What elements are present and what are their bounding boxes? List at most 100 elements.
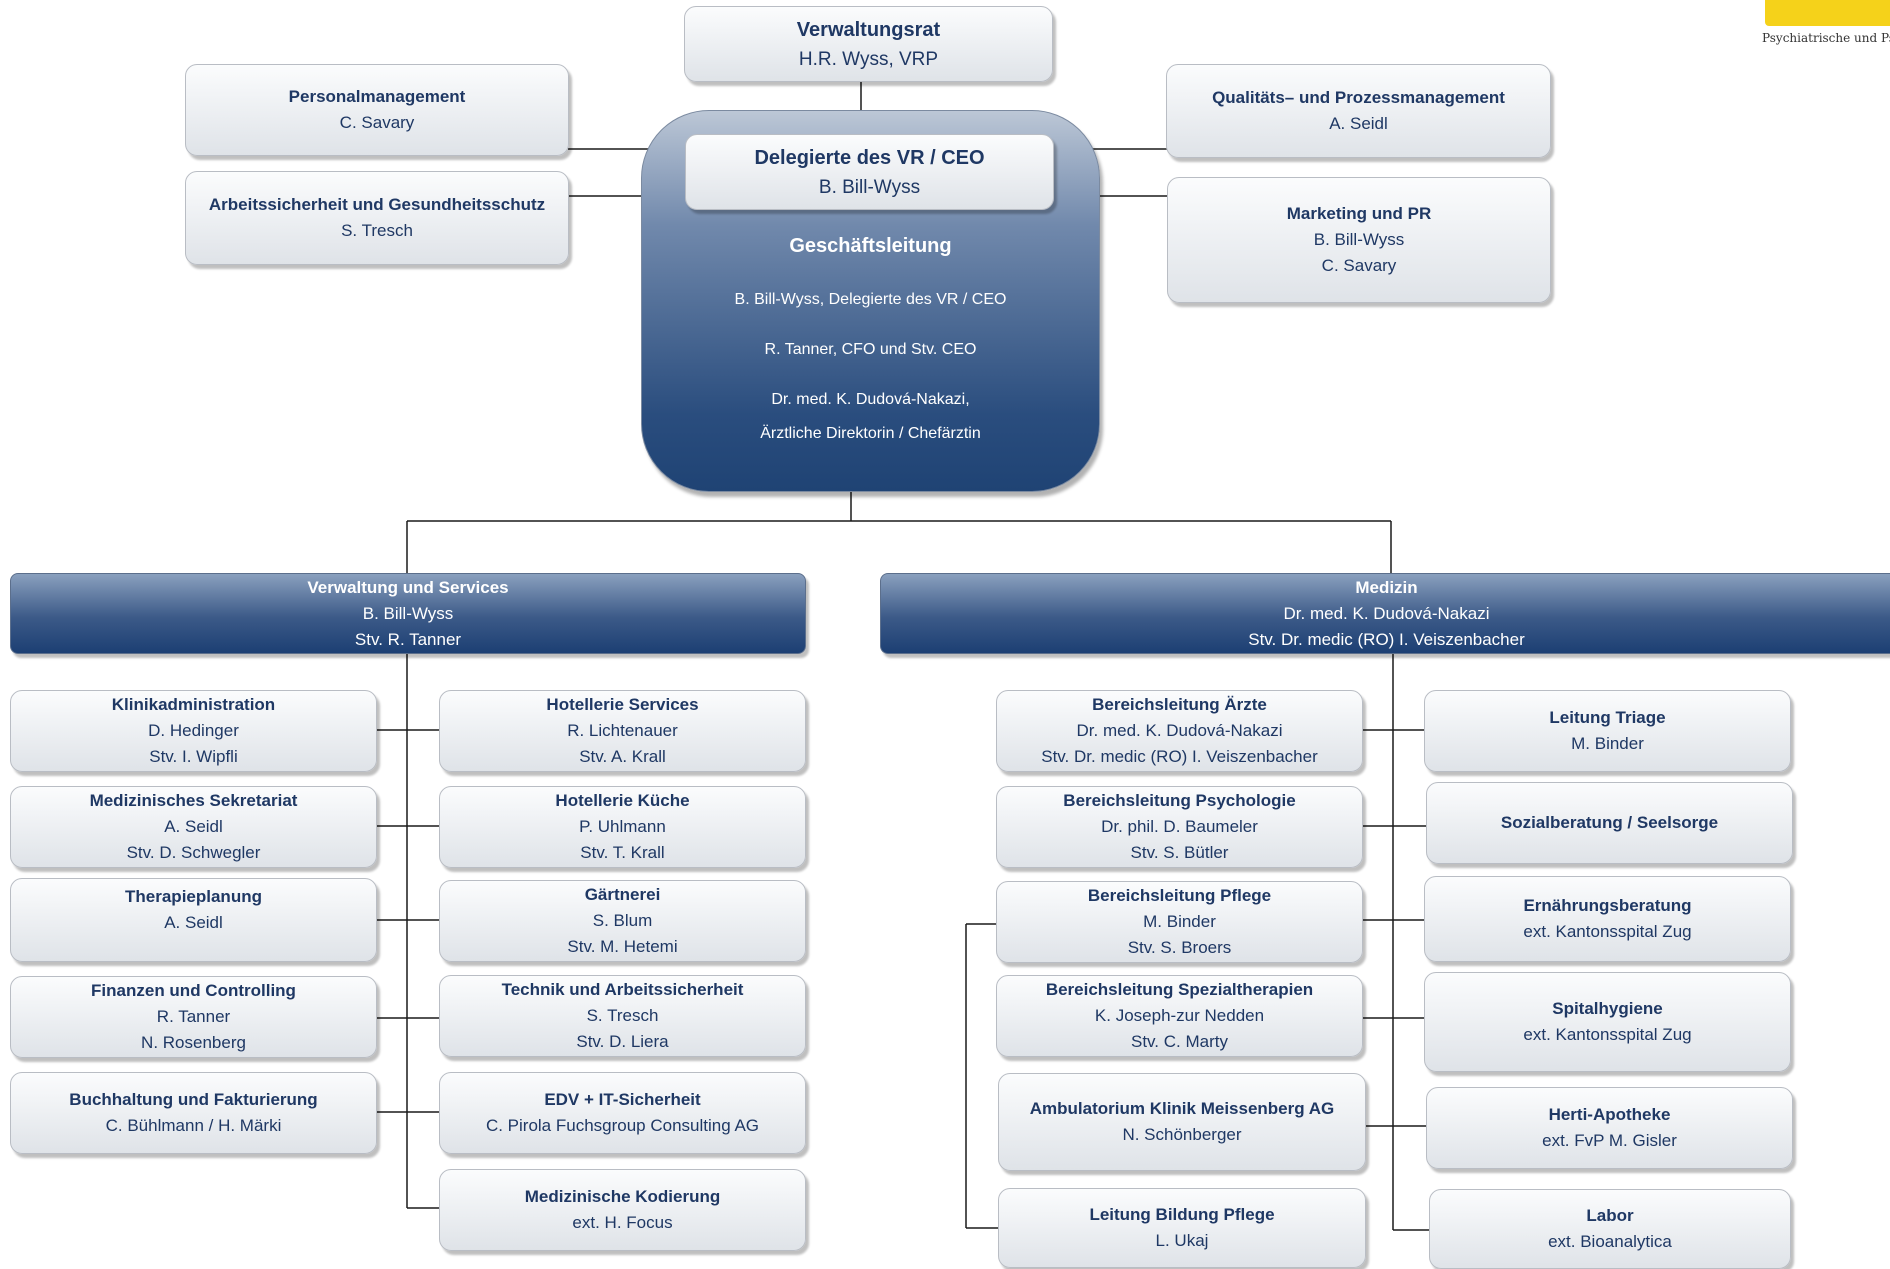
geschaeftsleitung-title: Geschäftsleitung xyxy=(789,235,952,257)
verwaltungsrat-person: H.R. Wyss, VRP xyxy=(798,48,939,70)
unit-box-ernaehrungsberatung: Ernährungsberatung ext. Kantonsspital Zu… xyxy=(1424,876,1791,962)
staff-person: B. Bill-Wyss xyxy=(1313,230,1405,249)
unit-person: Stv. S. Bütler xyxy=(1130,843,1229,862)
staff-person: C. Savary xyxy=(1321,256,1397,275)
unit-title: Gärtnerei xyxy=(584,885,661,904)
unit-person: L. Ukaj xyxy=(1155,1231,1209,1250)
ceo-person: B. Bill-Wyss xyxy=(818,176,921,198)
verwaltungsrat-title: Verwaltungsrat xyxy=(796,18,941,41)
verwaltungsrat-box: Verwaltungsrat H.R. Wyss, VRP xyxy=(684,6,1053,82)
unit-person: N. Rosenberg xyxy=(141,1033,246,1052)
unit-person: R. Tanner xyxy=(156,1007,231,1026)
unit-person: ext. Kantonsspital Zug xyxy=(1523,922,1692,941)
staff-person: A. Seidl xyxy=(1329,114,1388,133)
staff-person: S. Tresch xyxy=(341,221,413,240)
unit-title: Leitung Bildung Pflege xyxy=(1089,1205,1275,1224)
unit-person: P. Uhlmann xyxy=(579,817,666,836)
unit-person: M. Binder xyxy=(1143,912,1216,931)
unit-title: Medizinische Kodierung xyxy=(524,1187,721,1206)
unit-person: S. Blum xyxy=(592,911,653,930)
unit-person: Stv. C. Marty xyxy=(1131,1032,1228,1051)
unit-person: Stv. D. Schwegler xyxy=(126,843,261,862)
unit-box-hotellerie-services: Hotellerie Services R. Lichtenauer Stv. … xyxy=(439,690,806,772)
unit-person: M. Binder xyxy=(1571,734,1644,753)
unit-person: Dr. med. K. Dudová-Nakazi xyxy=(1076,721,1283,740)
unit-person: Stv. Dr. medic (RO) I. Veiszenbacher xyxy=(1041,747,1318,766)
unit-box-bereichsleitung-aerzte: Bereichsleitung Ärzte Dr. med. K. Dudová… xyxy=(996,690,1363,772)
unit-box-herti-apotheke: Herti-Apotheke ext. FvP M. Gisler xyxy=(1426,1087,1793,1169)
unit-title: Technik und Arbeitssicherheit xyxy=(501,980,744,999)
unit-box-leitung-triage: Leitung Triage M. Binder xyxy=(1424,690,1791,772)
unit-person: ext. Kantonsspital Zug xyxy=(1523,1025,1692,1044)
unit-box-hotellerie-kueche: Hotellerie Küche P. Uhlmann Stv. T. Kral… xyxy=(439,786,806,868)
geschaeftsleitung-member: B. Bill-Wyss, Delegierte des VR / CEO xyxy=(734,291,1007,308)
geschaeftsleitung-member: Ärztliche Direktorin / Chefärztin xyxy=(760,425,981,442)
unit-title: Hotellerie Küche xyxy=(555,791,690,810)
division-header-verwaltung: Verwaltung und Services B. Bill-Wyss Stv… xyxy=(10,573,806,654)
unit-box-bereichsleitung-pflege: Bereichsleitung Pflege M. Binder Stv. S.… xyxy=(996,881,1363,963)
unit-box-labor: Labor ext. Bioanalytica xyxy=(1429,1189,1791,1269)
division-deputy: Stv. Dr. medic (RO) I. Veiszenbacher xyxy=(1248,629,1525,649)
staff-box-personalmanagement: Personalmanagement C. Savary xyxy=(185,64,569,156)
geschaeftsleitung-member: R. Tanner, CFO und Stv. CEO xyxy=(764,341,977,358)
division-deputy: Stv. R. Tanner xyxy=(354,629,462,649)
unit-person: Stv. I. Wipfli xyxy=(149,747,238,766)
staff-box-marketing: Marketing und PR B. Bill-Wyss C. Savary xyxy=(1167,177,1551,303)
staff-title: Personalmanagement xyxy=(288,87,466,106)
unit-title: Bereichsleitung Psychologie xyxy=(1063,791,1296,810)
unit-box-sozialberatung: Sozialberatung / Seelsorge xyxy=(1426,782,1793,864)
unit-title: Bereichsleitung Spezialtherapien xyxy=(1045,980,1314,999)
unit-person: R. Lichtenauer xyxy=(567,721,678,740)
unit-box-medizinisches-sekretariat: Medizinisches Sekretariat A. Seidl Stv. … xyxy=(10,786,377,868)
unit-person: K. Joseph-zur Nedden xyxy=(1094,1006,1265,1025)
division-person: B. Bill-Wyss xyxy=(362,603,454,623)
unit-person: Dr. phil. D. Baumeler xyxy=(1101,817,1258,836)
unit-title: Finanzen und Controlling xyxy=(91,981,296,1000)
unit-person: Stv. T. Krall xyxy=(580,843,665,862)
unit-box-medizinische-kodierung: Medizinische Kodierung ext. H. Focus xyxy=(439,1169,806,1251)
unit-person: Stv. D. Liera xyxy=(576,1032,669,1051)
division-header-medizin: Medizin Dr. med. K. Dudová-Nakazi Stv. D… xyxy=(880,573,1890,654)
unit-person: ext. FvP M. Gisler xyxy=(1542,1131,1677,1150)
staff-title: Marketing und PR xyxy=(1286,204,1432,223)
unit-box-gaertnerei: Gärtnerei S. Blum Stv. M. Hetemi xyxy=(439,880,806,962)
unit-person: A. Seidl xyxy=(164,913,223,932)
unit-title: Medizinisches Sekretariat xyxy=(89,791,298,810)
unit-title: Hotellerie Services xyxy=(546,695,699,714)
unit-title: Klinikadministration xyxy=(111,695,276,714)
unit-person: Stv. S. Broers xyxy=(1127,938,1232,957)
unit-title: Buchhaltung und Fakturierung xyxy=(69,1090,318,1109)
division-title: Medizin xyxy=(1355,577,1418,597)
unit-title: Labor xyxy=(1586,1206,1634,1225)
unit-title: EDV + IT-Sicherheit xyxy=(544,1090,701,1109)
unit-person: ext. H. Focus xyxy=(572,1213,673,1232)
unit-person: D. Hedinger xyxy=(148,721,239,740)
unit-person: Stv. A. Krall xyxy=(579,747,666,766)
unit-box-bereichsleitung-psychologie: Bereichsleitung Psychologie Dr. phil. D.… xyxy=(996,786,1363,868)
unit-box-buchhaltung: Buchhaltung und Fakturierung C. Bühlmann… xyxy=(10,1072,377,1154)
unit-person: Stv. M. Hetemi xyxy=(567,937,678,956)
unit-title: Bereichsleitung Ärzte xyxy=(1092,695,1267,714)
unit-box-bildung-pflege: Leitung Bildung Pflege L. Ukaj xyxy=(998,1188,1366,1268)
unit-title: Sozialberatung / Seelsorge xyxy=(1500,813,1719,832)
unit-title: Bereichsleitung Pflege xyxy=(1087,886,1272,905)
unit-box-therapieplanung: Therapieplanung A. Seidl xyxy=(10,878,377,962)
staff-person: C. Savary xyxy=(339,113,415,132)
ceo-box: Delegierte des VR / CEO B. Bill-Wyss xyxy=(685,134,1054,210)
unit-box-edv: EDV + IT-Sicherheit C. Pirola Fuchsgroup… xyxy=(439,1072,806,1154)
unit-title: Therapieplanung xyxy=(125,887,262,906)
unit-box-ambulatorium: Ambulatorium Klinik Meissenberg AG N. Sc… xyxy=(998,1073,1366,1171)
unit-box-klinikadministration: Klinikadministration D. Hedinger Stv. I.… xyxy=(10,690,377,772)
unit-person: C. Pirola Fuchsgroup Consulting AG xyxy=(485,1116,760,1135)
logo-caption: Psychiatrische und Psych xyxy=(1762,31,1890,45)
unit-title: Ernährungsberatung xyxy=(1523,896,1692,915)
staff-box-qualitaet: Qualitäts– und Prozessmanagement A. Seid… xyxy=(1166,64,1551,158)
ceo-title: Delegierte des VR / CEO xyxy=(754,146,985,169)
unit-person: ext. Bioanalytica xyxy=(1548,1232,1672,1251)
unit-box-technik: Technik und Arbeitssicherheit S. Tresch … xyxy=(439,975,806,1057)
unit-title: Ambulatorium Klinik Meissenberg AG xyxy=(1029,1099,1335,1118)
unit-box-spitalhygiene: Spitalhygiene ext. Kantonsspital Zug xyxy=(1424,972,1791,1072)
unit-box-spezialtherapien: Bereichsleitung Spezialtherapien K. Jose… xyxy=(996,975,1363,1057)
unit-box-finanzen: Finanzen und Controlling R. Tanner N. Ro… xyxy=(10,976,377,1058)
